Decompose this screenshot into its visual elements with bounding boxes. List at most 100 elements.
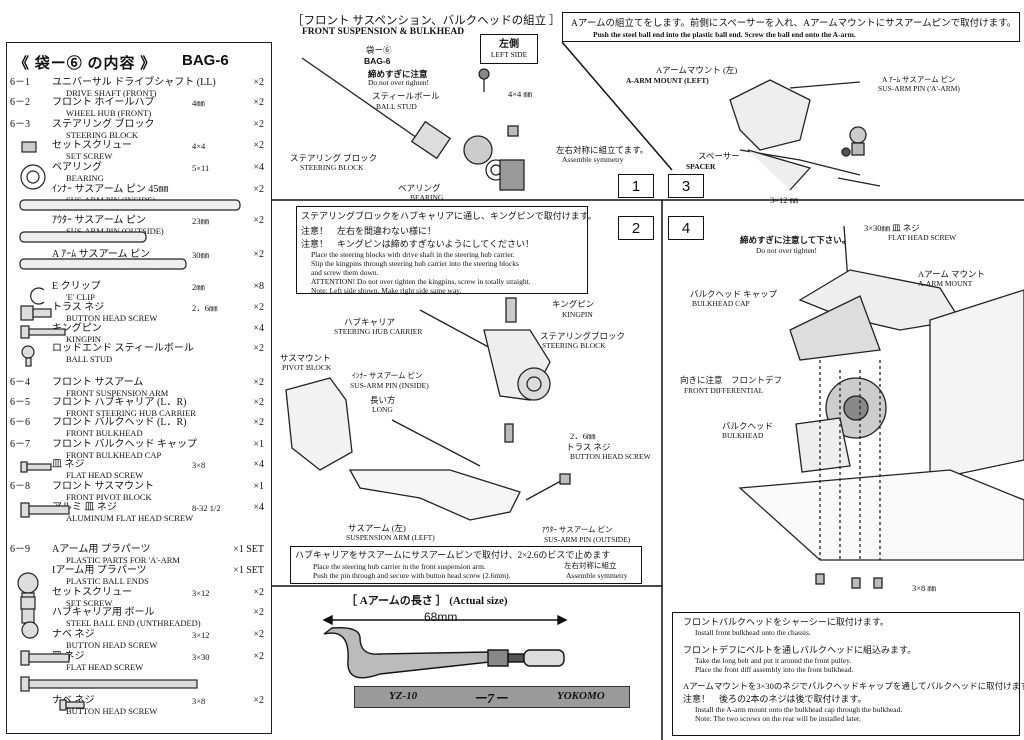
s2-jp3: 注意！ キングピンは締めすぎないようにしてください！ bbox=[301, 239, 535, 249]
bag-ref: 袋ー⑥ bbox=[366, 45, 392, 55]
arm-mount-en: A-ARM MOUNT (LEFT) bbox=[626, 76, 709, 85]
part-quantity: ×1 SET bbox=[233, 544, 264, 555]
part-quantity: ×2 bbox=[253, 184, 264, 195]
s2-en1: Place the steering blocks with drive sha… bbox=[311, 250, 515, 259]
pin-in-jp: ｲﾝﾅｰ サスアーム ピン bbox=[352, 371, 423, 380]
part-name-en: BALL STUD bbox=[66, 354, 113, 364]
part-name-en: STEERING BLOCK bbox=[66, 130, 139, 140]
part-quantity: ×2 bbox=[253, 302, 264, 313]
section1-title-en: FRONT SUSPENSION & BULKHEAD bbox=[302, 27, 465, 37]
s4-diff-jp: 向きに注意 フロントデフ bbox=[680, 375, 783, 385]
hub-carrier-en: STEERING HUB CARRIER bbox=[334, 327, 423, 336]
arm-left-en: SUSPENSION ARM (LEFT) bbox=[346, 533, 435, 542]
part-quantity: ×2 bbox=[253, 119, 264, 130]
left-side-en: LEFT SIDE bbox=[490, 50, 528, 59]
part-quantity: ×4 bbox=[253, 162, 264, 173]
s4-i1-jp: フロントバルクヘッドをシャーシーに取付けます。 bbox=[683, 617, 889, 627]
pivot-jp: サスマウント bbox=[280, 353, 331, 363]
truss-en: BUTTON HEAD SCREW bbox=[570, 452, 651, 461]
part-size: 3×12 bbox=[192, 588, 210, 598]
part-name-jp: Aアーム用 プラパーツ bbox=[52, 544, 151, 555]
part-number: 6－8 bbox=[10, 481, 30, 492]
bearing-jp: ベアリング bbox=[398, 183, 441, 193]
left-side-jp: 左側 bbox=[499, 39, 519, 50]
part-name-jp: セットスクリュー bbox=[52, 587, 132, 598]
section4-instruction-box: フロントバルクヘッドをシャーシーに取付けます。 Install front bu… bbox=[672, 612, 1024, 736]
part-name-jp: フロント ホイールハブ bbox=[52, 97, 155, 108]
bearing-en: BEARING bbox=[410, 193, 444, 202]
part-quantity: ×2 bbox=[253, 651, 264, 662]
part-quantity: ×4 bbox=[253, 323, 264, 334]
part-name-en: FRONT BULKHEAD CAP bbox=[66, 450, 162, 460]
section3-screw: 3×12 ㎜ bbox=[770, 195, 799, 205]
s4-diff-en: FRONT DIFFERENTIAL bbox=[684, 386, 764, 395]
part-number: 6－9 bbox=[10, 544, 30, 555]
part-size: 4㎜ bbox=[192, 98, 205, 108]
part-name-jp: ナベ ネジ bbox=[52, 695, 95, 706]
s4-bulk-en: BULKHEAD bbox=[722, 431, 764, 440]
actual-size-title: ［ Aアームの長さ ］ (Actual size) bbox=[346, 595, 508, 607]
s4-caution-en: Do not over tighten! bbox=[756, 246, 818, 255]
part-name-en: DRIVE SHAFT (FRONT) bbox=[66, 88, 157, 98]
part-name-en: FRONT SUSPENSION ARM bbox=[66, 388, 169, 398]
part-name-en: 'E' CLIP bbox=[66, 292, 95, 302]
part-number: 6－7 bbox=[10, 439, 30, 450]
s4-i3-en1: Install the A-arm mount onto the bulkhea… bbox=[695, 705, 903, 714]
left-side-box: 左側 LEFT SIDE bbox=[480, 34, 538, 64]
s4-bottom-screw: 3×8 ㎜ bbox=[912, 583, 936, 593]
no-tight-en: Do not over tighten! bbox=[368, 78, 430, 87]
part-number: 6－1 bbox=[10, 77, 30, 88]
s2-sym-jp: 左右対称に組立 bbox=[564, 561, 617, 570]
part-name-en: SET SCREW bbox=[66, 151, 113, 161]
part-quantity: ×2 bbox=[253, 377, 264, 388]
arm-left-jp: サスアーム (左) bbox=[348, 523, 406, 533]
part-name-en: SET SCREW bbox=[66, 598, 113, 608]
section2-bottom-box: ハブキャリアをサスアームにサスアームピンで取付け、2×2.6のビスで止めます P… bbox=[290, 546, 642, 584]
part-number: 6－4 bbox=[10, 377, 30, 388]
part-number: 6－2 bbox=[10, 97, 30, 108]
truss-size: 2．6㎜ bbox=[570, 431, 596, 441]
part-quantity: ×4 bbox=[253, 459, 264, 470]
parts-list-panel bbox=[6, 42, 272, 734]
part-quantity: ×1 bbox=[253, 439, 264, 450]
part-name-en: STEEL BALL END (UNTHREADED) bbox=[66, 618, 201, 628]
section1-title-jp: ［フロント サスペンション、バルクヘッドの組立 ］ bbox=[292, 15, 561, 27]
part-name-jp: ステアリング ブロック bbox=[52, 119, 155, 130]
part-name-jp: フロント バルクヘッド キャップ bbox=[52, 439, 197, 450]
sblock2-jp: ステアリングブロック bbox=[540, 331, 626, 341]
part-name-en: FRONT PIVOT BLOCK bbox=[66, 492, 152, 502]
part-size: 2．6㎜ bbox=[192, 303, 218, 313]
s4-mount-jp: Aアーム マウント bbox=[918, 269, 985, 279]
bag-title: 《 袋ー⑥ の内容 》 bbox=[14, 56, 157, 72]
symmetry-jp: 左右対称に組立てます。 bbox=[556, 145, 649, 155]
part-name-jp: Iアーム用 プラパーツ bbox=[52, 565, 147, 576]
s2-sym-en: Assemble symmetry bbox=[566, 571, 628, 580]
step-4-label: 4 bbox=[668, 216, 704, 240]
part-quantity: ×2 bbox=[253, 343, 264, 354]
actual-length: 68mm bbox=[424, 610, 458, 624]
part-name-jp: ハブキャリア用 ボール bbox=[52, 607, 155, 618]
long-jp: 長い方 bbox=[370, 395, 396, 405]
sblock2-en: STEERING BLOCK bbox=[542, 341, 606, 350]
pin-out-en: SUS-ARM PIN (OUTSIDE) bbox=[544, 535, 631, 544]
pivot-en: PIVOT BLOCK bbox=[282, 363, 332, 372]
part-name-jp: ユニバーサル ドライブシャフト (LL) bbox=[52, 77, 216, 88]
spacer-jp: スペーサー bbox=[698, 151, 740, 161]
a-arm-pin-en: SUS-ARM PIN ('A'-ARM) bbox=[878, 84, 960, 93]
s4-i3-en2: Note: The two screws on the rear will be… bbox=[695, 714, 861, 723]
s2-jp2: 注意！ 左右を間違わない様に！ bbox=[301, 226, 437, 236]
s4-cap-jp: バルクヘッド キャップ bbox=[690, 289, 778, 299]
pin-in-en: SUS-ARM PIN (INSIDE) bbox=[350, 381, 429, 390]
footer-model: YZ-10 bbox=[389, 690, 418, 702]
s4-i1-en: Install front bulkhead onto the chassis. bbox=[695, 628, 811, 637]
part-size: 2㎜ bbox=[192, 282, 205, 292]
part-quantity: ×2 bbox=[253, 140, 264, 151]
part-name-en: ALUMINUM FLAT HEAD SCREW bbox=[66, 513, 194, 523]
part-quantity: ×1 SET bbox=[233, 565, 264, 576]
long-en: LONG bbox=[372, 405, 393, 414]
section3-instruction-box: Aアームの組立てをします。前側にスペーサーを入れ、Aアームマウントにサスアームピ… bbox=[562, 12, 1020, 42]
part-name-en: PLASTIC PARTS FOR 'A'-ARM bbox=[66, 555, 180, 565]
part-quantity: ×2 bbox=[253, 249, 264, 260]
part-number: 6－6 bbox=[10, 417, 30, 428]
s4-screw-en: FLAT HEAD SCREW bbox=[888, 233, 957, 242]
